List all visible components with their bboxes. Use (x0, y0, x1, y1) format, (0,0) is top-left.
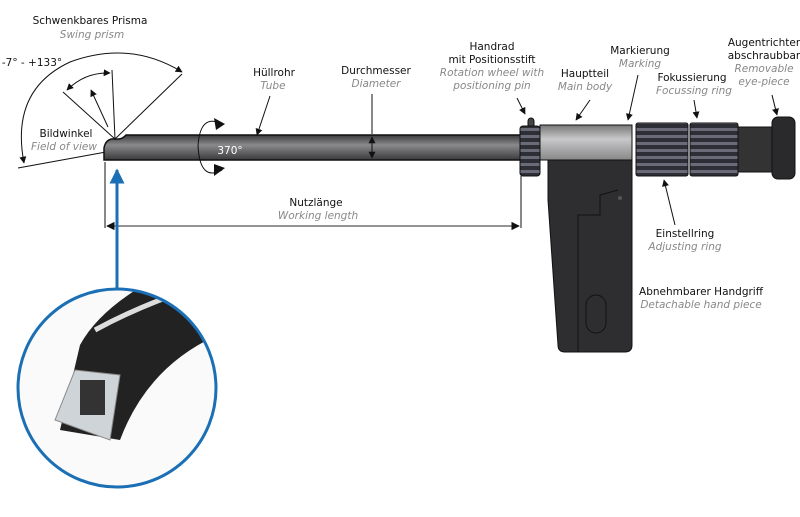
label-swing-prism-en: Swing prism (60, 29, 124, 41)
label-adjusting-ring: Einstellring (656, 228, 715, 240)
label-adjusting-ring-en: Adjusting ring (647, 241, 721, 253)
label-hand-piece: Abnehmbarer Handgriff (639, 286, 764, 298)
adjusting-ring[interactable] (635, 122, 689, 177)
tube (103, 134, 523, 161)
grip-slot (585, 294, 607, 334)
label-rotation: 370° (217, 145, 242, 157)
swing-prism-annotation (17, 52, 183, 169)
label-main-body: Hauptteil (561, 68, 609, 80)
label-focussing-ring: Fokussierung (657, 72, 726, 84)
tip-closeup-circle (16, 287, 218, 489)
rotation-wheel[interactable] (519, 125, 541, 177)
label-eye-piece-en-2: eye-piece (738, 76, 789, 88)
label-hand-piece-en: Detachable hand piece (640, 299, 761, 311)
label-eye-piece: Augentrichter (728, 37, 800, 49)
label-focussing-ring-en: Focussing ring (656, 85, 732, 97)
main-body (539, 124, 633, 161)
label-diameter: Durchmesser (341, 65, 411, 77)
label-tube-en: Tube (260, 80, 285, 92)
label-swing-range: -7° - +133° (2, 57, 62, 69)
label-rotation-wheel-en-2: positioning pin (452, 80, 530, 92)
tip-closeup-image (19, 290, 215, 486)
label-marking: Markierung (610, 45, 670, 57)
label-working-length: Nutzlänge (289, 197, 342, 209)
label-eye-piece-en: Removable (734, 63, 793, 75)
label-field-of-view: Bildwinkel (40, 128, 93, 140)
label-rotation-wheel-en: Rotation wheel with (440, 67, 544, 79)
label-diameter-en: Diameter (351, 78, 401, 90)
label-field-of-view-en: Field of view (31, 141, 97, 153)
label-eye-piece-2: abschraubbar (728, 50, 800, 62)
label-working-length-en: Working length (278, 210, 358, 222)
eye-piece[interactable] (737, 126, 775, 173)
hand-piece[interactable] (547, 159, 633, 353)
label-swing-prism: Schwenkbares Prisma (33, 15, 148, 27)
rotation-arrow-icon (197, 120, 223, 174)
label-tube: Hüllrohr (253, 67, 296, 79)
focussing-ring[interactable] (689, 122, 739, 177)
label-rotation-wheel: Handrad (469, 41, 514, 53)
label-main-body-en: Main body (558, 81, 613, 93)
label-marking-en: Marking (619, 58, 661, 70)
label-rotation-wheel-2: mit Positionsstift (448, 54, 535, 66)
